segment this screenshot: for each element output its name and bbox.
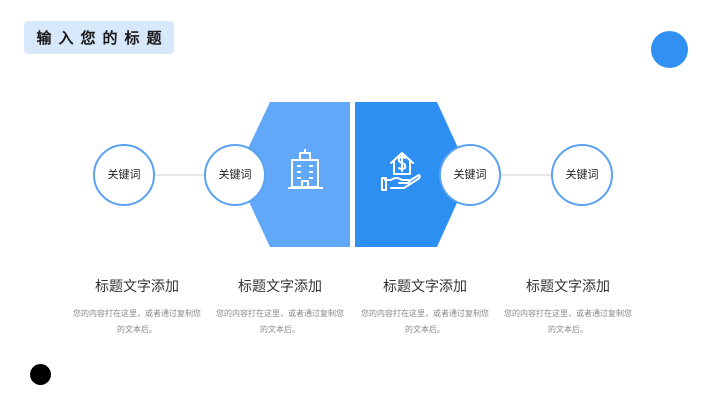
step-body-3: 您的内容打在这里，或者通过复制您的文本后。	[361, 309, 489, 334]
decorative-blue-dot	[651, 31, 688, 68]
keyword-label-2: 关键词	[218, 168, 252, 181]
page-title: 输入您的标题	[36, 29, 169, 47]
keyword-circle-4	[551, 144, 613, 206]
keyword-label-3: 关键词	[453, 168, 487, 181]
step-heading-4: 标题文字添加	[526, 279, 610, 295]
keyword-label-4: 关键词	[565, 168, 599, 181]
step-column-2: 标题文字添加 您的内容打在这里，或者通过复制您的文本后。	[210, 276, 350, 338]
right-hexagon	[355, 102, 470, 247]
step-heading-3: 标题文字添加	[383, 279, 467, 295]
step-column-3: 标题文字添加 您的内容打在这里，或者通过复制您的文本后。	[355, 276, 495, 338]
keyword-circle-2	[204, 144, 266, 206]
step-body-1: 您的内容打在这里，或者通过复制您的文本后。	[73, 309, 201, 334]
step-body-4: 您的内容打在这里，或者通过复制您的文本后。	[504, 309, 632, 334]
keyword-circle-1	[93, 144, 155, 206]
title-banner: 输入您的标题	[24, 21, 174, 54]
decorative-black-dot	[30, 364, 51, 385]
dollar-house-hand-icon	[381, 152, 421, 191]
office-building-icon	[288, 149, 323, 189]
step-heading-2: 标题文字添加	[238, 279, 322, 295]
step-column-4: 标题文字添加 您的内容打在这里，或者通过复制您的文本后。	[498, 276, 638, 338]
step-body-2: 您的内容打在这里，或者通过复制您的文本后。	[216, 309, 344, 334]
keyword-circle-3	[439, 144, 501, 206]
keyword-label-1: 关键词	[107, 168, 141, 181]
step-heading-1: 标题文字添加	[95, 279, 179, 295]
step-column-1: 标题文字添加 您的内容打在这里，或者通过复制您的文本后。	[67, 276, 207, 338]
